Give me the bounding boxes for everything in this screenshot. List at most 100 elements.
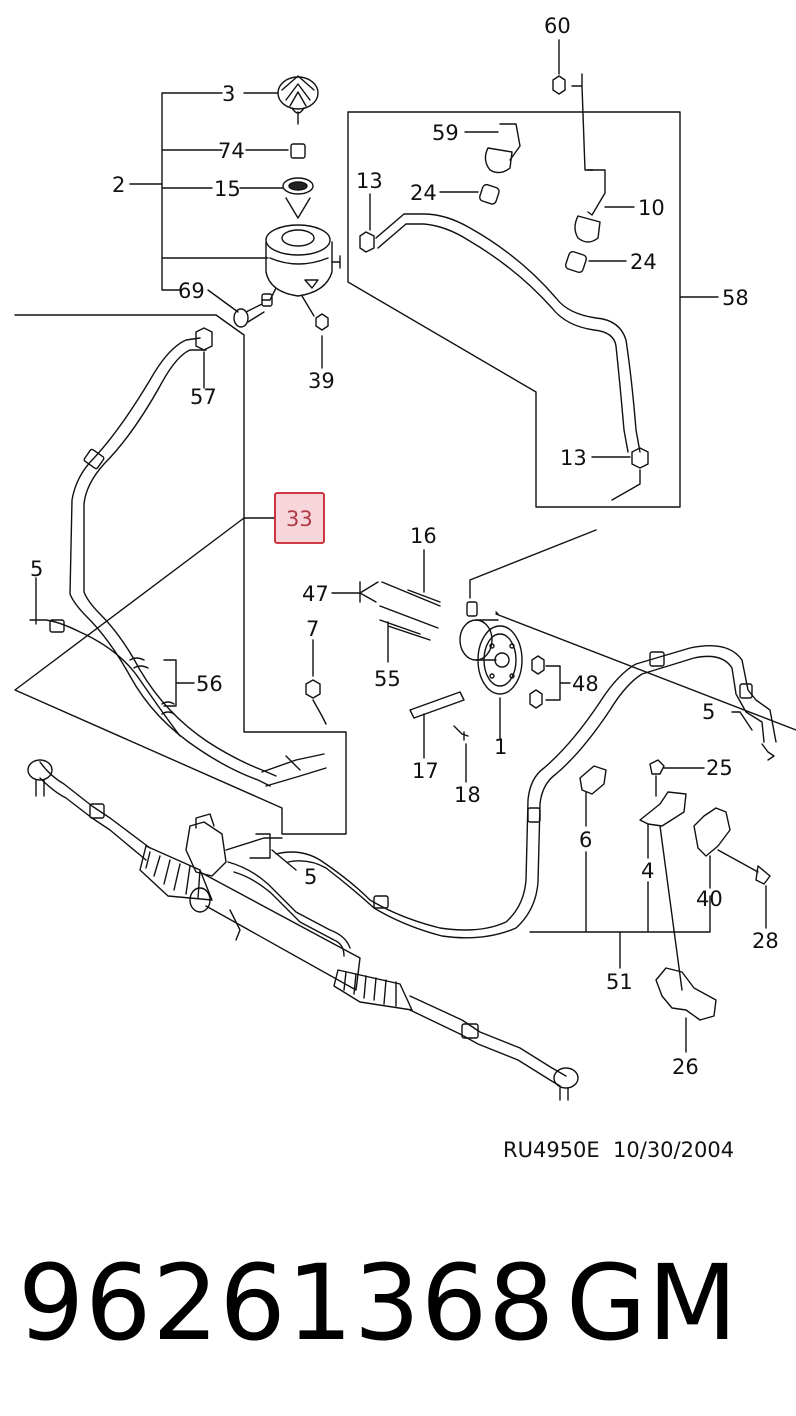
frame-33 xyxy=(14,314,347,835)
callout-18: 18 xyxy=(454,783,481,807)
sleeve-24b xyxy=(564,250,588,274)
callout-labels: 60 3 74 2 15 59 13 24 10 24 58 69 57 39 … xyxy=(30,14,779,1079)
callout-5-right: 5 xyxy=(702,700,715,724)
tie-rod-right xyxy=(409,995,567,1077)
reservoir-cap xyxy=(277,75,319,125)
part-number: 96261368 xyxy=(18,1242,556,1364)
leader-pump-frame xyxy=(495,611,796,731)
leader-55 xyxy=(387,621,431,663)
nut-48b xyxy=(529,689,543,709)
clip-13b xyxy=(631,447,649,469)
clip-57 xyxy=(195,327,213,351)
callout-69: 69 xyxy=(178,279,205,303)
bracket-40 xyxy=(693,807,731,857)
callout-1: 1 xyxy=(494,735,507,759)
callout-13-top: 13 xyxy=(356,169,383,193)
callout-28: 28 xyxy=(752,929,779,953)
bracket-4 xyxy=(639,791,687,827)
return-hose-inner xyxy=(377,223,629,453)
callout-10: 10 xyxy=(638,196,665,220)
bracket-17 xyxy=(409,691,465,719)
callout-60: 60 xyxy=(544,14,571,38)
callout-55: 55 xyxy=(374,667,401,691)
leader-5c xyxy=(731,711,753,731)
rack-line-1 xyxy=(227,861,351,949)
drawing-reference: RU4950E 10/30/2004 xyxy=(503,1138,735,1162)
callout-3: 3 xyxy=(222,82,235,106)
callout-74: 74 xyxy=(218,139,245,163)
reservoir-assembly xyxy=(129,75,341,369)
callout-2: 2 xyxy=(112,173,125,197)
steering-rack xyxy=(27,759,579,1101)
leader-26-line xyxy=(659,825,683,991)
pump-bolts xyxy=(379,581,441,635)
hose-5a xyxy=(29,577,181,737)
callout-40: 40 xyxy=(696,887,723,911)
leader-2-bracket xyxy=(161,92,269,291)
callout-56: 56 xyxy=(196,672,223,696)
callout-4: 4 xyxy=(641,859,654,883)
callout-57: 57 xyxy=(190,385,217,409)
bolt-18 xyxy=(453,725,469,741)
reservoir-body xyxy=(261,224,341,317)
callout-39: 39 xyxy=(308,369,335,393)
leader-60-path xyxy=(571,73,594,171)
highlight-box-33 xyxy=(274,492,325,544)
leader-48 xyxy=(545,665,571,701)
boot-right xyxy=(333,969,413,1011)
leader-pump-top xyxy=(469,529,597,599)
callout-7: 7 xyxy=(306,617,319,641)
fitting-7 xyxy=(305,679,327,725)
callout-5-rack: 5 xyxy=(304,865,317,889)
steering-gear-valve xyxy=(185,821,227,877)
callout-6: 6 xyxy=(579,828,592,852)
rack-line-2 xyxy=(225,837,283,851)
bolt-25 xyxy=(649,759,665,775)
tie-rod-left xyxy=(39,761,151,849)
nut-48a xyxy=(531,655,545,675)
leader-56 xyxy=(163,659,195,707)
sleeve-24a xyxy=(478,183,500,205)
callout-59: 59 xyxy=(432,121,459,145)
callout-17: 17 xyxy=(412,759,439,783)
return-hose-end xyxy=(611,469,641,501)
leader-5b-path xyxy=(249,833,271,859)
bracket-10 xyxy=(574,169,606,243)
spacer-74 xyxy=(290,143,306,159)
pressure-hose-inner xyxy=(83,349,277,777)
bracket-26 xyxy=(655,967,717,1021)
frame-58 xyxy=(347,111,681,508)
bolt-60 xyxy=(552,75,566,95)
callout-25: 25 xyxy=(706,756,733,780)
diagram-canvas: 60 3 74 2 15 59 13 24 10 24 58 69 57 39 … xyxy=(14,14,796,1101)
callout-47: 47 xyxy=(302,582,329,606)
clip-6 xyxy=(579,765,607,795)
callout-5-left: 5 xyxy=(30,557,43,581)
callout-33[interactable]: 33 xyxy=(286,507,313,531)
power-steering-exploded-diagram: 60 3 74 2 15 59 13 24 10 24 58 69 57 39 … xyxy=(14,14,796,1101)
callout-26: 26 xyxy=(672,1055,699,1079)
callout-48: 48 xyxy=(572,672,599,696)
callout-51: 51 xyxy=(606,970,633,994)
pressure-hose-assembly xyxy=(14,314,347,835)
callout-24-bottom: 24 xyxy=(630,250,657,274)
fitting-69 xyxy=(233,293,273,328)
bolt-28 xyxy=(717,849,771,885)
rack-tube xyxy=(199,871,361,991)
callout-16: 16 xyxy=(410,524,437,548)
callout-13-bottom: 13 xyxy=(560,446,587,470)
clamp-59 xyxy=(484,123,521,174)
clips-56 xyxy=(129,657,175,715)
leader-47 xyxy=(331,581,379,603)
leader-5b xyxy=(271,849,297,871)
hose-51 xyxy=(275,645,777,931)
leader-69 xyxy=(207,289,239,313)
nut-39 xyxy=(315,313,329,331)
callout-15: 15 xyxy=(214,177,241,201)
filter-15 xyxy=(282,177,314,219)
return-hose-assembly xyxy=(347,39,719,508)
power-steering-pump xyxy=(331,529,796,783)
leader-51-bracket xyxy=(529,851,711,969)
pressure-hose xyxy=(69,337,271,787)
